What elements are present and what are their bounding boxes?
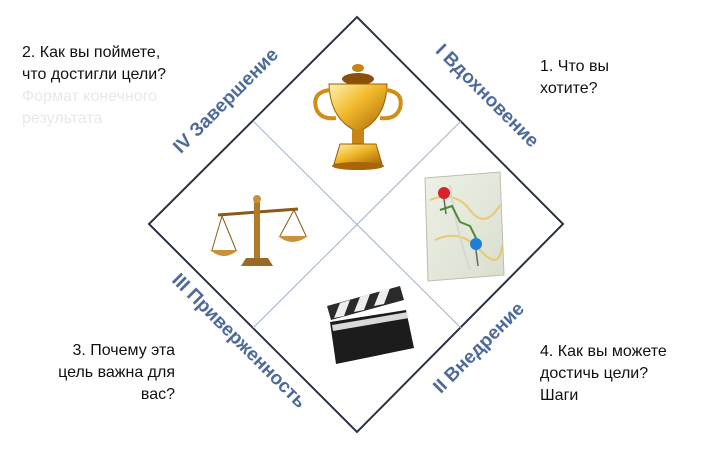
diamond-outline	[147, 15, 565, 434]
scales-icon	[210, 195, 308, 266]
question-inspiration-line2: хотите?	[540, 80, 598, 97]
clapperboard-icon	[327, 286, 414, 364]
map-icon	[424, 171, 505, 282]
question-implementation-line1: 4. Как вы можете	[540, 343, 667, 360]
question-commitment: 3. Почему эта цель важна для вас?	[30, 340, 175, 406]
question-completion-line1: 2. Как вы поймете,	[22, 44, 161, 61]
question-implementation: 4. Как вы можете достичь цели? Шаги	[540, 341, 700, 407]
question-completion-note2: результата	[22, 110, 103, 127]
question-completion-note1: Формат конечного	[22, 88, 158, 105]
divider-right	[252, 120, 462, 329]
question-inspiration-line1: 1. Что вы	[540, 58, 609, 75]
question-implementation-line3: Шаги	[540, 387, 579, 404]
question-inspiration: 1. Что вы хотите?	[540, 56, 660, 100]
question-completion: 2. Как вы поймете, что достигли цели? Фо…	[22, 42, 212, 130]
question-implementation-line2: достичь цели?	[540, 365, 649, 382]
question-commitment-line1: 3. Почему эта	[72, 342, 175, 359]
question-commitment-line2: цель важна для	[58, 364, 175, 381]
question-commitment-line3: вас?	[140, 386, 175, 403]
question-completion-line2: что достигли цели?	[22, 66, 167, 83]
trophy-icon	[313, 64, 403, 170]
